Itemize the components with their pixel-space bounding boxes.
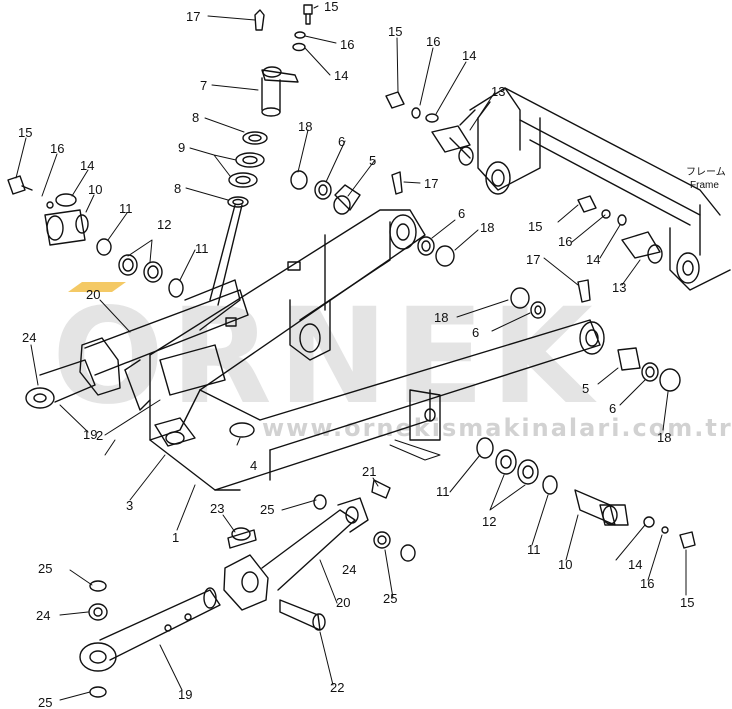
callout-22: 22 bbox=[330, 680, 344, 695]
callout-18: 18 bbox=[298, 119, 312, 134]
frame-label-en: Frame bbox=[690, 180, 719, 191]
callout-25: 25 bbox=[38, 561, 52, 576]
callout-8: 8 bbox=[174, 181, 181, 196]
callout-6: 6 bbox=[458, 206, 465, 221]
lower-right-pin-group bbox=[371, 437, 696, 549]
callout-15: 15 bbox=[388, 24, 402, 39]
callout-15: 15 bbox=[18, 125, 32, 140]
callout-5: 5 bbox=[582, 381, 589, 396]
callout-17: 17 bbox=[424, 176, 438, 191]
drawing bbox=[7, 4, 731, 701]
callout-16: 16 bbox=[50, 141, 64, 156]
callout-2: 2 bbox=[96, 428, 103, 443]
callout-21: 21 bbox=[362, 464, 376, 479]
callout-10: 10 bbox=[558, 557, 572, 572]
callout-25: 25 bbox=[383, 591, 397, 606]
callout-12: 12 bbox=[157, 217, 171, 232]
callout-13: 13 bbox=[491, 84, 505, 99]
callout-18: 18 bbox=[434, 310, 448, 325]
callout-25: 25 bbox=[38, 695, 52, 709]
callout-16: 16 bbox=[426, 34, 440, 49]
callout-17: 17 bbox=[186, 9, 200, 24]
callout-14: 14 bbox=[462, 48, 476, 63]
callout-15: 15 bbox=[528, 219, 542, 234]
callout-11: 11 bbox=[527, 542, 541, 557]
callout-3: 3 bbox=[126, 498, 133, 513]
center-bushings bbox=[290, 170, 455, 267]
callout-18: 18 bbox=[480, 220, 494, 235]
callout-23: 23 bbox=[210, 501, 224, 516]
top-pin-assembly bbox=[209, 4, 313, 306]
callout-6: 6 bbox=[338, 134, 345, 149]
watermark-accent-mark bbox=[68, 282, 126, 292]
right-bushings bbox=[510, 287, 681, 392]
callout-7: 7 bbox=[200, 78, 207, 93]
callout-15: 15 bbox=[680, 595, 694, 610]
callout-24: 24 bbox=[342, 562, 356, 577]
callout-labels: 17 15 16 14 7 8 9 8 18 6 5 17 15 16 14 1… bbox=[18, 0, 694, 709]
main-arm bbox=[124, 209, 605, 491]
callout-19: 19 bbox=[178, 687, 192, 702]
callout-18: 18 bbox=[657, 430, 671, 445]
upper-right-pins bbox=[385, 91, 663, 303]
callout-11: 11 bbox=[436, 484, 450, 499]
callout-20: 20 bbox=[336, 595, 350, 610]
callout-16: 16 bbox=[340, 37, 354, 52]
callout-14: 14 bbox=[586, 252, 600, 267]
upper-left-pin-group bbox=[7, 175, 184, 298]
callout-6: 6 bbox=[609, 401, 616, 416]
callout-20: 20 bbox=[86, 287, 100, 302]
callout-25: 25 bbox=[260, 502, 274, 517]
left-cylinder bbox=[25, 289, 249, 409]
callout-24: 24 bbox=[36, 608, 50, 623]
lower-left-rod bbox=[79, 580, 221, 698]
callout-14: 14 bbox=[334, 68, 348, 83]
callout-16: 16 bbox=[558, 234, 572, 249]
frame-bracket bbox=[459, 87, 731, 291]
callout-14: 14 bbox=[628, 557, 642, 572]
callout-9: 9 bbox=[178, 140, 185, 155]
callout-1: 1 bbox=[172, 530, 179, 545]
frame-label-jp: フレーム bbox=[686, 166, 726, 178]
callout-6: 6 bbox=[472, 325, 479, 340]
callout-8: 8 bbox=[192, 110, 199, 125]
callout-13: 13 bbox=[612, 280, 626, 295]
watermark: ORNEK www.ornekismakinalari.com.tr bbox=[52, 280, 731, 442]
callout-19: 19 bbox=[83, 427, 97, 442]
callout-11: 11 bbox=[195, 241, 209, 256]
callout-16: 16 bbox=[640, 576, 654, 591]
callout-4: 4 bbox=[250, 458, 257, 473]
lower-cylinder bbox=[223, 494, 416, 631]
callout-5: 5 bbox=[369, 153, 376, 168]
callout-14: 14 bbox=[80, 158, 94, 173]
callout-17: 17 bbox=[526, 252, 540, 267]
callout-10: 10 bbox=[88, 182, 102, 197]
callout-12: 12 bbox=[482, 514, 496, 529]
callout-11: 11 bbox=[119, 201, 133, 216]
callout-15: 15 bbox=[324, 0, 338, 14]
leader-lines bbox=[15, 5, 687, 701]
callout-24: 24 bbox=[22, 330, 36, 345]
